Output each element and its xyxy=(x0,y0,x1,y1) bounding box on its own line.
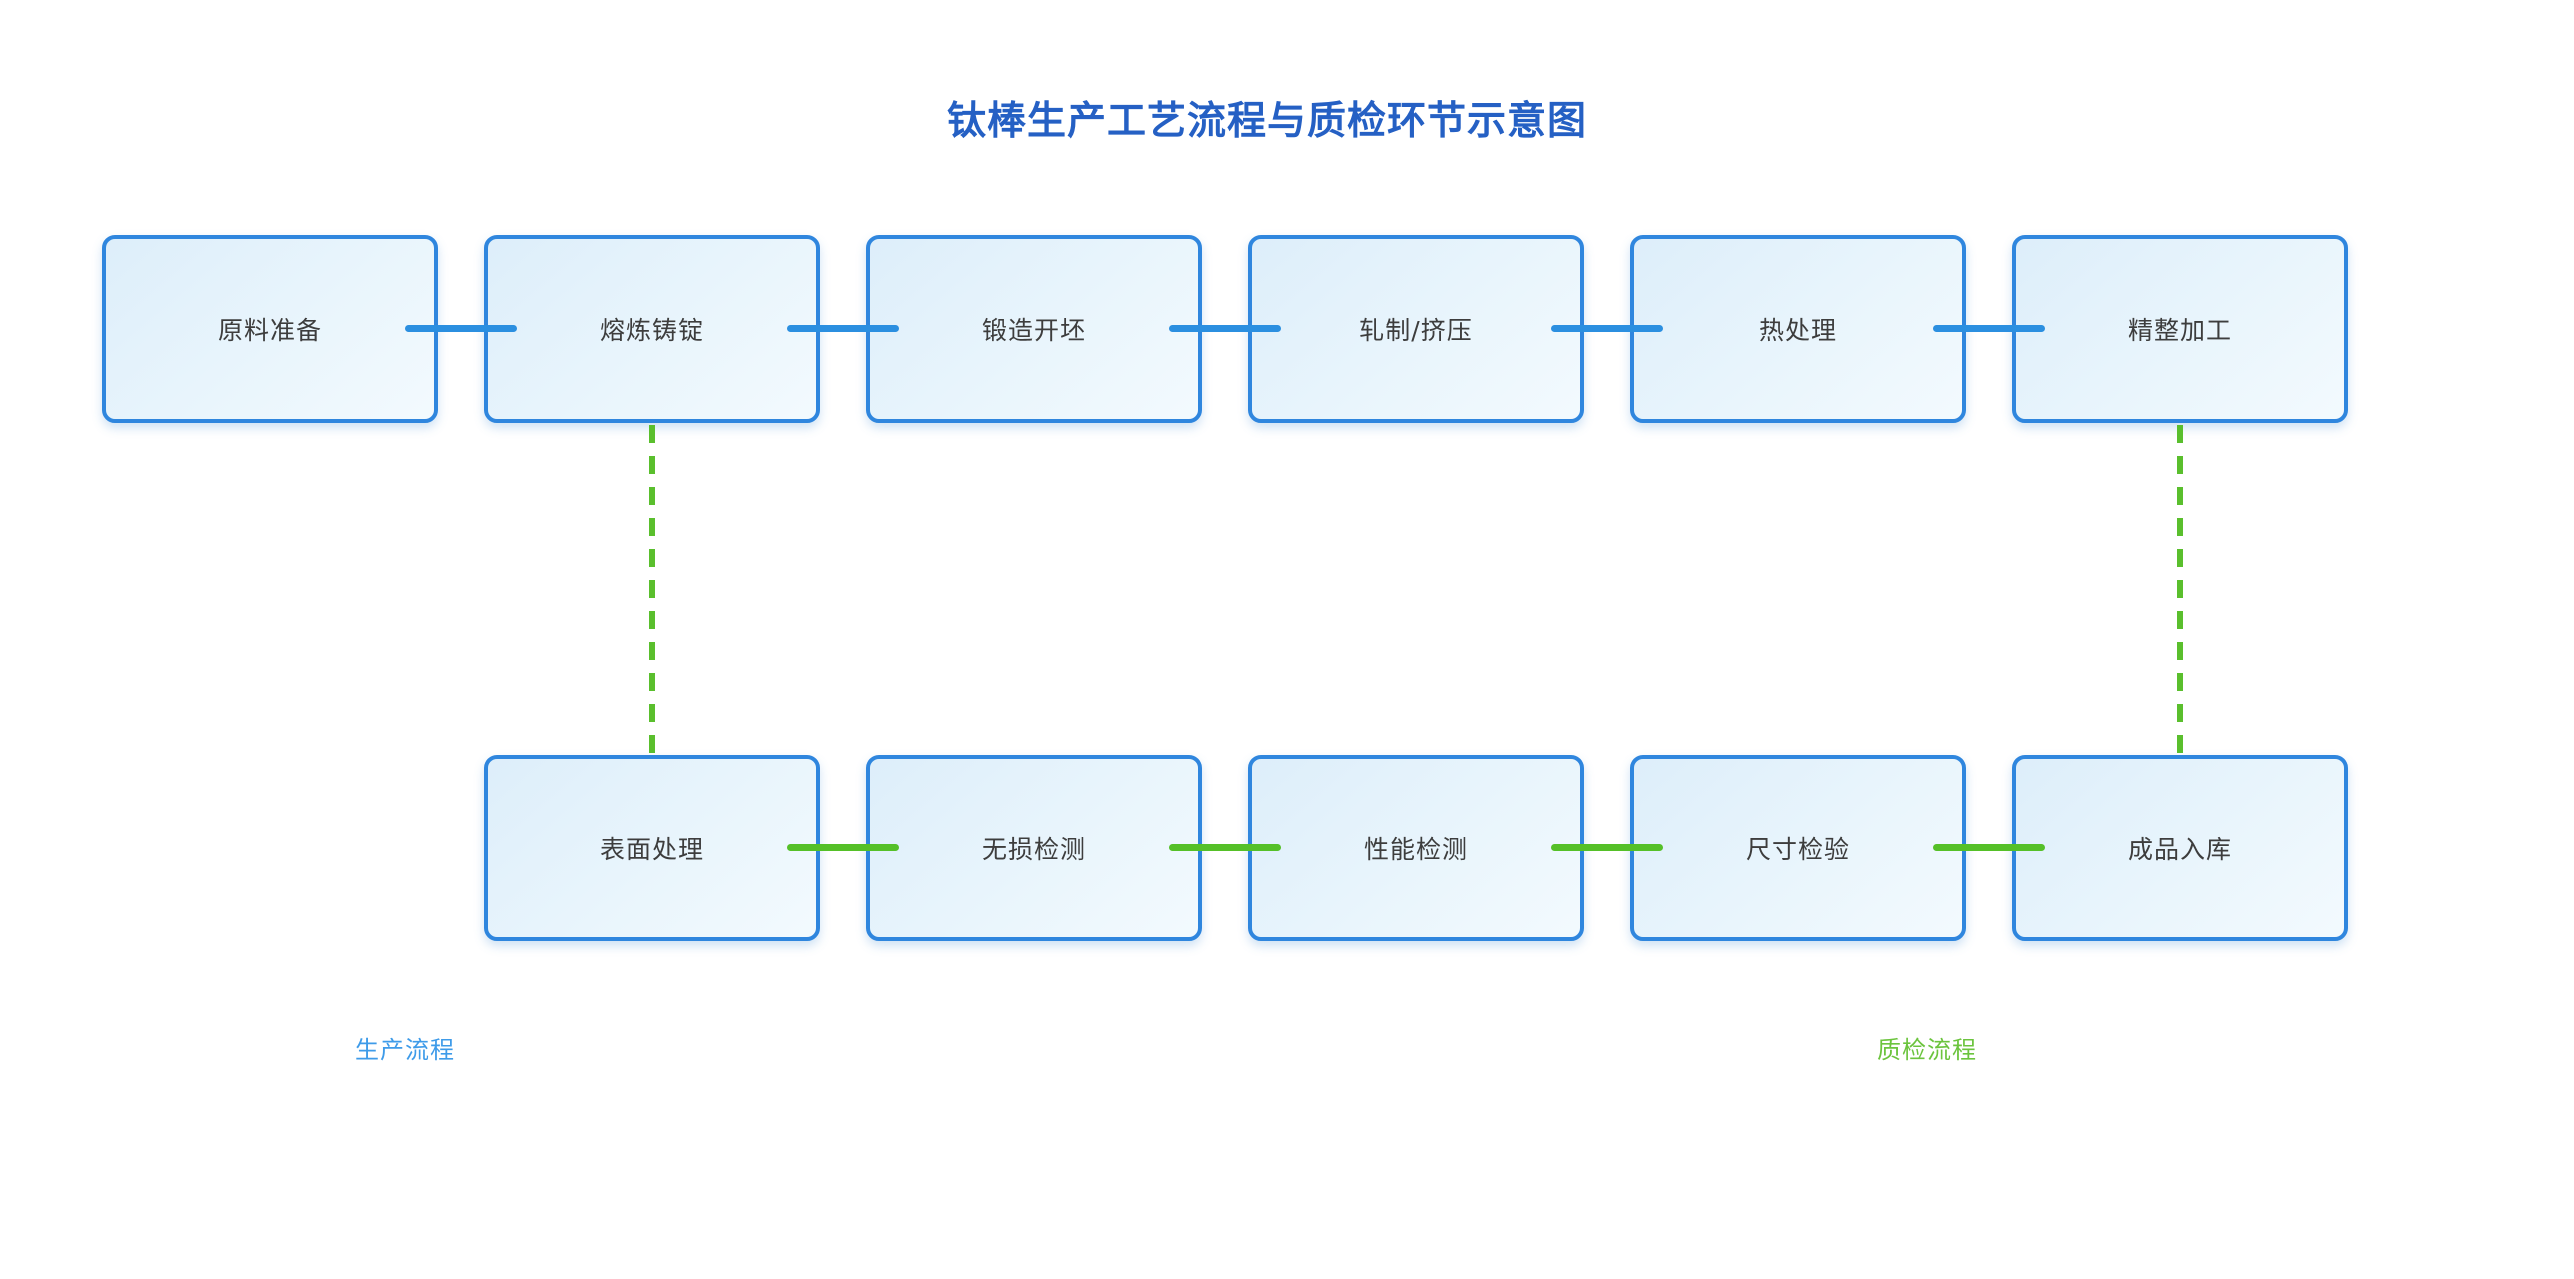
legend-inspection-label: 质检流程 xyxy=(1877,1036,1977,1064)
production-connector-1 xyxy=(405,325,517,332)
node-nondestructive-testing: 无损检测 xyxy=(866,755,1202,941)
diagram-title: 钛棒生产工艺流程与质检环节示意图 xyxy=(946,99,1587,144)
inspection-connector-4 xyxy=(1933,844,2045,851)
legend-production-label: 生产流程 xyxy=(355,1036,455,1064)
node-label: 尺寸检验 xyxy=(1745,835,1850,864)
inspection-connector-1 xyxy=(787,844,899,851)
node-label: 精整加工 xyxy=(2127,316,2232,345)
node-finishing-machining: 精整加工 xyxy=(2012,235,2348,423)
production-connector-3 xyxy=(1169,325,1281,332)
node-performance-testing: 性能检测 xyxy=(1248,755,1584,941)
node-melting-ingot-casting: 熔炼铸锭 xyxy=(484,235,820,423)
node-label: 锻造开坯 xyxy=(981,316,1086,345)
node-forging-billet: 锻造开坯 xyxy=(866,235,1202,423)
node-finished-goods-storage: 成品入库 xyxy=(2012,755,2348,941)
node-heat-treatment: 热处理 xyxy=(1630,235,1966,423)
node-label: 成品入库 xyxy=(2127,835,2232,864)
inspection-connector-2 xyxy=(1169,844,1281,851)
node-raw-material-prep: 原料准备 xyxy=(102,235,438,423)
production-connector-4 xyxy=(1551,325,1663,332)
node-dimension-inspection: 尺寸检验 xyxy=(1630,755,1966,941)
node-label: 热处理 xyxy=(1758,316,1837,345)
node-label: 原料准备 xyxy=(217,316,322,345)
inspection-connector-3 xyxy=(1551,844,1663,851)
node-surface-treatment: 表面处理 xyxy=(484,755,820,941)
node-rolling-extrusion: 轧制/挤压 xyxy=(1248,235,1584,423)
node-label: 表面处理 xyxy=(599,835,704,864)
cross-link-dashed-line-left xyxy=(649,425,655,755)
production-connector-2 xyxy=(787,325,899,332)
production-connector-5 xyxy=(1933,325,2045,332)
cross-link-dashed-line-right xyxy=(2177,425,2183,755)
node-label: 轧制/挤压 xyxy=(1359,316,1473,345)
node-label: 无损检测 xyxy=(981,835,1086,864)
node-label: 熔炼铸锭 xyxy=(599,316,704,345)
node-label: 性能检测 xyxy=(1363,835,1468,864)
